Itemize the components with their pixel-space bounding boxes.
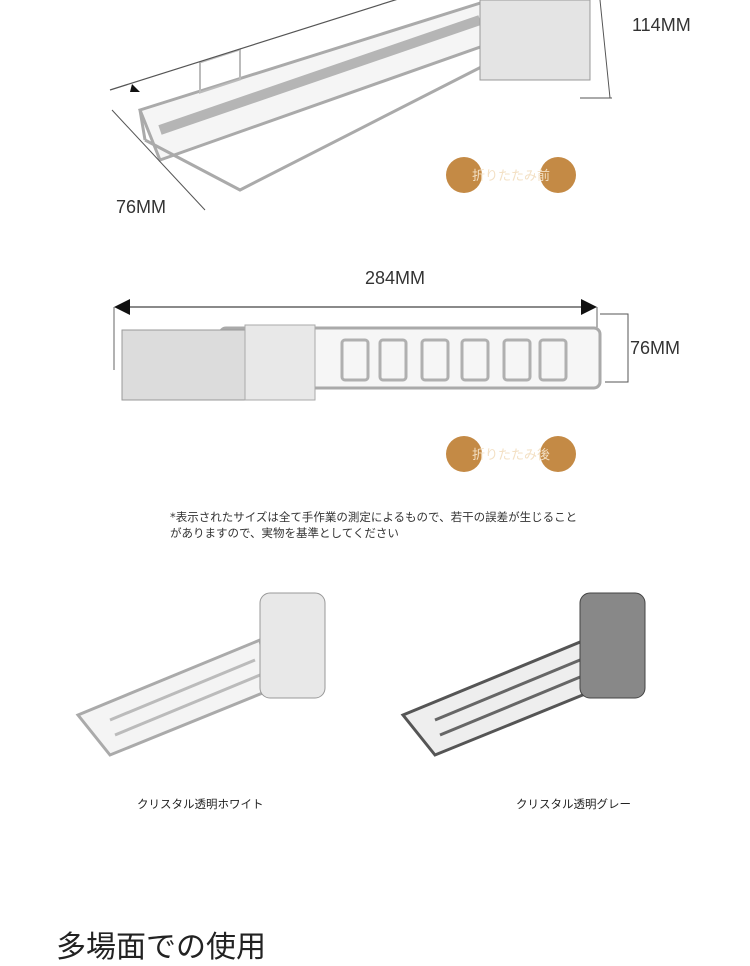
note-line-1: *表示されたサイズは全て手作業の測定によるもので、若干の誤差が生じること xyxy=(170,510,578,524)
tray-unfolded-image xyxy=(109,0,612,211)
badge-label: 折りたたみ前 xyxy=(471,169,550,184)
folded-depth-dimension-label: 76MM xyxy=(630,338,681,358)
depth-dimension-label: 76MM xyxy=(116,197,167,217)
tray-folded-image xyxy=(113,299,629,401)
after-folding-badge: 折りたたみ後 xyxy=(446,436,576,472)
width-dimension-label: 284MM xyxy=(365,268,426,288)
gray-variant-image xyxy=(400,592,646,757)
white-variant-label: クリスタル透明ホワイト xyxy=(137,797,264,811)
measurement-note: *表示されたサイズは全て手作業の測定によるもので、若干の誤差が生じること があり… xyxy=(170,509,577,541)
section-title: 多場面での使用 xyxy=(56,930,266,965)
note-line-2: がありますので、実物を基準としてください xyxy=(170,526,399,540)
gray-variant-label: クリスタル透明グレー xyxy=(516,797,631,811)
white-variant-image xyxy=(75,592,326,757)
before-folding-badge: 折りたたみ前 xyxy=(446,157,576,193)
badge-label: 折りたたみ後 xyxy=(471,448,550,463)
height-dimension-label: 114MM xyxy=(632,15,691,35)
